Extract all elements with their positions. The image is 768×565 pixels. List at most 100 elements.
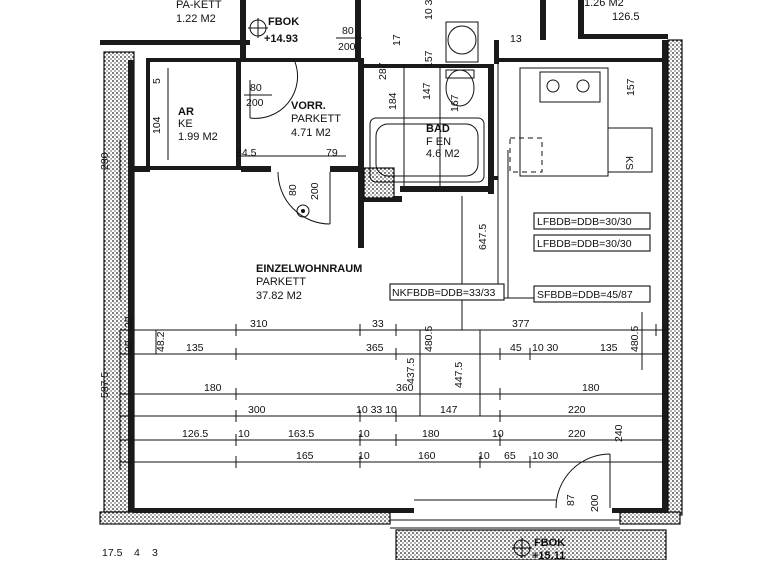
dim-row5-0: 126.5: [182, 428, 208, 440]
dim-row2-2: 45: [510, 342, 522, 354]
ar-right-wall: [236, 58, 241, 170]
kitchen-sink: [509, 137, 543, 173]
level-top-value: +14.93: [264, 33, 298, 45]
door-1-width: 80: [250, 82, 262, 94]
ar-top-wall: [146, 58, 238, 62]
walls: [99, 0, 683, 525]
dim-84: 84.5: [236, 147, 257, 159]
room-bad-name: BAD: [426, 123, 450, 135]
dim-row6-0: 165: [296, 450, 314, 462]
kitchen-counter: [519, 67, 609, 177]
washbasin-box: [445, 21, 479, 63]
top-divider: [240, 0, 246, 60]
dim-4805b: 480.5: [629, 326, 641, 352]
dim-row1-2: 377: [512, 318, 530, 330]
room-vorr-area: 4.71 M2: [291, 127, 331, 139]
living-top-wall-c: [134, 166, 150, 172]
label-l2: LFBDB=DDB=30/30: [537, 238, 632, 250]
room-top-left-floor: PA-KETT: [176, 0, 222, 11]
room-ar-name: AR: [178, 106, 194, 118]
room-vorr-name: VORR.: [291, 100, 326, 112]
bath-top-wall: [362, 64, 492, 68]
washbasin: [447, 25, 477, 55]
dim-17: 17: [391, 34, 403, 46]
south-wall-line: [134, 508, 414, 513]
doors: [249, 61, 611, 509]
toilet-tank: [445, 69, 475, 79]
room-top-right-dim: 126.5: [612, 11, 640, 23]
west-wall-inner: [128, 60, 134, 520]
dim-row4-3: 220: [568, 404, 586, 416]
dim-1030a: 10 30: [423, 0, 435, 20]
dim-147a: 147: [421, 82, 433, 100]
top-divider-3: [540, 0, 546, 40]
vorr-top-wall: [240, 58, 362, 62]
door-labels: 80 200 80 200 80 200 87 200: [244, 25, 601, 512]
bathtub-inner: [375, 123, 479, 177]
vorr-right-wall: [358, 58, 364, 248]
dim-167: 167: [449, 94, 461, 112]
label-box-l2: [533, 234, 651, 252]
kitchen-left-stub: [494, 40, 499, 64]
shaft: [363, 167, 395, 199]
dim-104: 104: [151, 116, 163, 134]
room-ar-area: 1.99 M2: [178, 131, 218, 143]
burner: [546, 79, 560, 93]
dim-157b: 157: [625, 78, 637, 96]
dim-row4-2: 147: [440, 404, 458, 416]
door-4-width: 87: [565, 494, 577, 506]
level-top-label: FBOK: [268, 16, 299, 28]
label-nk: NKFBDB=DDB=33/33: [392, 287, 495, 299]
dim-30: 30: [123, 316, 135, 328]
label-box-nk: [389, 283, 505, 301]
dim-280: 280: [99, 152, 111, 170]
dim-row6-3: 10: [478, 450, 490, 462]
dim-587: 587.5: [99, 372, 111, 398]
dim-row1-0: 310: [250, 318, 268, 330]
column-symbol-dot: [301, 209, 305, 213]
dim-6475: 647.5: [477, 224, 489, 250]
door-4-height: 200: [589, 494, 601, 512]
top-divider-2: [355, 0, 361, 60]
burner: [576, 79, 590, 93]
dim-5: 5: [151, 78, 163, 84]
door-swing-vorr: [249, 61, 299, 119]
dim-row5-5: 10: [492, 428, 504, 440]
dim-row5-4: 180: [422, 428, 440, 440]
room-living-area: 37.82 M2: [256, 290, 302, 302]
dim-row2-3: 10 30: [532, 342, 558, 354]
label-s: SFBDB=DDB=45/87: [537, 289, 633, 301]
label-box-l1: [533, 212, 651, 230]
dim-bottom-2: 3: [152, 547, 158, 559]
room-labels: PA-KETT 1.22 M2 1.26 M2 126.5 AR KE 1.99…: [176, 0, 640, 302]
label-ks: KS: [623, 156, 635, 170]
dim-row2-4: 135: [600, 342, 618, 354]
bath-bottom-wall: [400, 186, 494, 192]
bath-right-wall: [488, 64, 494, 194]
dim-157: 157: [423, 50, 435, 68]
fire-rating-labels: LFBDB=DDB=30/30 LFBDB=DDB=30/30 NKFBDB=D…: [389, 156, 651, 303]
fixtures: [296, 21, 667, 561]
balcony-hatch: [395, 529, 667, 561]
south-wall-left: [99, 511, 391, 525]
living-top-wall-a: [241, 166, 271, 172]
dim-row2-1: 365: [366, 342, 384, 354]
dim-row5-1: 10: [238, 428, 250, 440]
dim-row6-5: 10 30: [532, 450, 558, 462]
stove: [539, 71, 601, 103]
ar-left-wall: [146, 58, 150, 170]
dimension-lines: [119, 64, 666, 470]
dimension-text: 280 587.5 104 5 84.5 79 287 184 147 157 …: [99, 0, 641, 559]
room-bad-area: 4.6 M2: [426, 148, 460, 160]
ar-bottom-wall: [146, 166, 241, 170]
shaft-bottom: [362, 196, 402, 202]
dim-287: 287: [377, 62, 389, 80]
room-bad-floor: F EN: [426, 136, 451, 148]
room-top-right-area: 1.26 M2: [584, 0, 624, 9]
room-living-floor: PARKETT: [256, 276, 306, 288]
dim-4375: 437.5: [405, 358, 417, 384]
south-wall-right: [619, 511, 681, 525]
dim-row3-0: 180: [204, 382, 222, 394]
